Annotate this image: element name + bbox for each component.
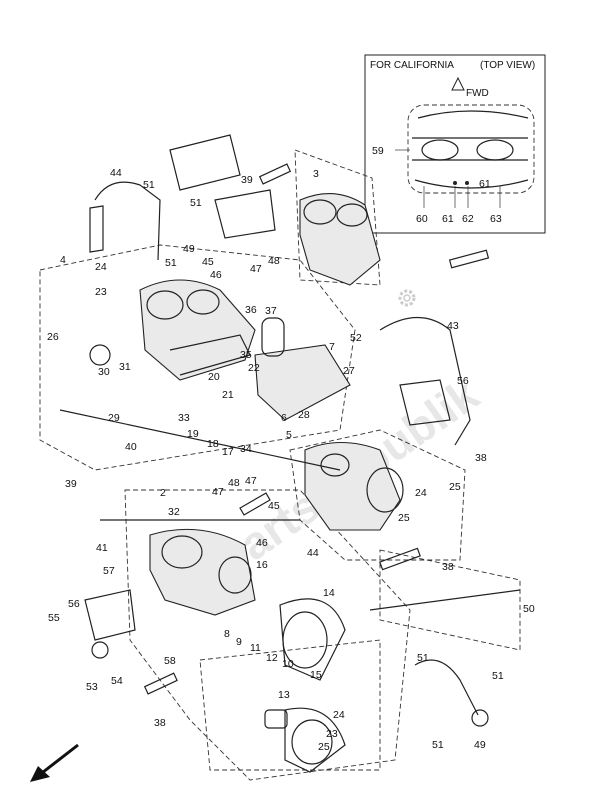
callout: 16 [256, 559, 268, 571]
callout: 43 [447, 320, 459, 332]
diaphragm-cover [254, 317, 351, 421]
inset-title-left: FOR CALIFORNIA [370, 60, 454, 71]
fwd-arrow-icon [451, 76, 465, 91]
callout: 9 [236, 636, 242, 648]
callout: 41 [96, 542, 108, 554]
callout: 10 [282, 658, 294, 670]
callout: 51 [165, 257, 177, 269]
callout: 49 [183, 243, 195, 255]
callout: 33 [178, 412, 190, 424]
callout: 2 [160, 487, 166, 499]
callout: 45 [202, 256, 214, 268]
callout: 30 [98, 366, 110, 378]
callout: 40 [125, 441, 137, 453]
inset-label-62: 62 [462, 213, 474, 225]
callout: 12 [266, 652, 278, 664]
carburetor-top-left [139, 279, 256, 381]
callout: 47 [250, 263, 262, 275]
callout: 36 [245, 304, 257, 316]
callout: 53 [86, 681, 98, 693]
callout: 51 [143, 179, 155, 191]
callout: 51 [190, 197, 202, 209]
callout: 39 [241, 174, 253, 186]
callout: 38 [475, 452, 487, 464]
callout: 4 [60, 254, 66, 266]
callout: 24 [333, 709, 345, 721]
callout: 46 [210, 269, 222, 281]
callout: 24 [95, 261, 107, 273]
callout: 15 [310, 669, 322, 681]
callout: 38 [442, 561, 454, 573]
callout: 3 [313, 168, 319, 180]
callout-labels: 44 51 39 51 49 51 3 4 24 23 45 47 48 46 … [47, 167, 535, 753]
callout: 26 [47, 331, 59, 343]
callout: 17 [222, 446, 234, 458]
callout: 11 [250, 642, 261, 654]
callout: 23 [95, 286, 107, 298]
callout: 51 [417, 652, 429, 664]
linkage-rods [59, 134, 521, 727]
callout: 55 [48, 612, 60, 624]
inset-label-59: 59 [372, 145, 384, 157]
callout: 18 [207, 438, 219, 450]
callout: 48 [228, 477, 240, 489]
carburetor-top-right [299, 193, 381, 286]
callout: 50 [523, 603, 535, 615]
callout: 46 [256, 537, 268, 549]
callout: 47 [212, 486, 224, 498]
callout: 44 [110, 167, 122, 179]
carburetor-bottom-left [149, 528, 256, 616]
callout: 38 [154, 717, 166, 729]
callout: 19 [187, 428, 199, 440]
callout: 56 [457, 375, 469, 387]
callout: 6 [281, 412, 287, 424]
callout: 14 [323, 587, 335, 599]
callout: 25 [318, 741, 330, 753]
callout: 34 [240, 443, 252, 455]
inset-label-63: 63 [490, 213, 502, 225]
callout: 32 [168, 506, 180, 518]
callout: 44 [307, 547, 319, 559]
callout: 48 [268, 255, 280, 267]
callout: 45 [268, 500, 280, 512]
callout: 5 [286, 429, 292, 441]
callout: 39 [65, 478, 77, 490]
callout: 52 [350, 332, 362, 344]
inset-label-61b: 61 [479, 178, 491, 190]
callout: 25 [449, 481, 461, 493]
callout: 29 [108, 412, 120, 424]
callout: 22 [248, 362, 260, 374]
callout: 56 [68, 598, 80, 610]
callout: 7 [329, 341, 335, 353]
inset-label-60: 60 [416, 213, 428, 225]
callout: 57 [103, 565, 115, 577]
carburetor-mid-right [304, 442, 404, 531]
inset-title-right: (TOP VIEW) [480, 60, 535, 71]
callout: 8 [224, 628, 230, 640]
callout: 24 [415, 487, 427, 499]
callout: 13 [278, 689, 290, 701]
callout: 35 [240, 349, 252, 361]
callout: 37 [265, 305, 277, 317]
inset-fwd-label: FWD [466, 88, 489, 99]
callout: 21 [222, 389, 234, 401]
callout: 20 [208, 371, 220, 383]
callout: 58 [164, 655, 176, 667]
inset-label-61: 61 [442, 213, 454, 225]
gear-icon [398, 289, 416, 307]
front-direction-arrow-icon [30, 743, 79, 782]
callout: 25 [398, 512, 410, 524]
callout: 49 [474, 739, 486, 751]
callout: 23 [326, 728, 338, 740]
callout: 28 [298, 409, 310, 421]
callout: 54 [111, 675, 123, 687]
callout: 27 [343, 365, 355, 377]
california-inset: FOR CALIFORNIA (TOP VIEW) FWD 59 60 61 6… [364, 54, 546, 234]
callout: 47 [245, 475, 257, 487]
callout: 51 [432, 739, 444, 751]
callout: 31 [119, 361, 131, 373]
callout: 51 [492, 670, 504, 682]
float-bowl-parts [264, 598, 346, 773]
